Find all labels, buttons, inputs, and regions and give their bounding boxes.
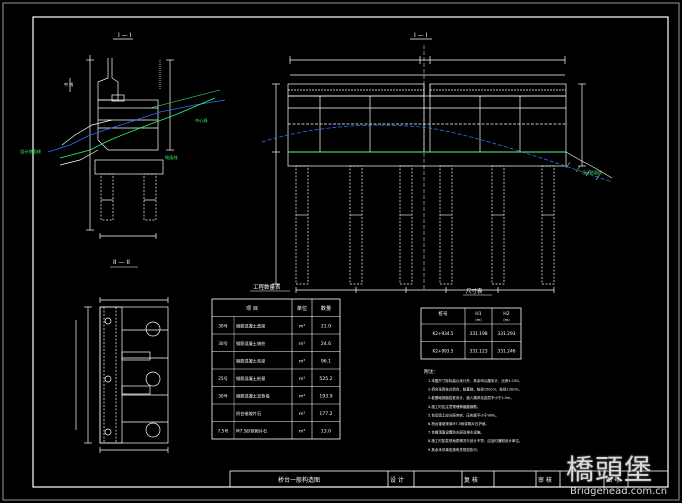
quantity-table-unit: m³: [299, 376, 305, 382]
right-ground-line: [261, 124, 613, 183]
quantity-table-grade: 30号: [218, 341, 228, 347]
quantity-table-qty: 193.9: [319, 393, 332, 399]
dim-table-caption: 尺寸表: [466, 287, 483, 295]
quantity-table-grade: 30号: [218, 323, 228, 329]
left-center-line: [59, 97, 216, 159]
quantity-table-unit: m³: [299, 341, 305, 347]
notes-block: 1.本图尺寸除标高以米计外，其余均以厘米计，比例1:150。 2.桥台采用柱式桥台…: [428, 378, 522, 452]
quantity-table-header: 单位: [297, 304, 307, 312]
dim-table-h2: 331.293: [497, 331, 515, 337]
dim-table-header: H2: [503, 311, 509, 317]
dim-table-header: H1: [475, 311, 481, 317]
bottom-section-title: II — II: [113, 259, 130, 266]
quantity-table-qty: 21.0: [321, 323, 331, 329]
quantity-table-grade: 30号: [218, 393, 228, 399]
note-line: 2.桥台采用柱式桥台，桩基础，桩径150cm，柱径130cm。: [428, 387, 522, 392]
quantity-table-qty: 24.6: [321, 341, 331, 347]
dim-table-h2: 331.246: [497, 348, 515, 354]
quantity-table-item: 钢筋混凝土盖梁: [236, 322, 266, 329]
quantity-table-unit: m³: [299, 358, 305, 364]
watermark-text-en: Bridgehead.com.cn: [570, 486, 668, 497]
dim-table-h1: 331.123: [469, 348, 487, 354]
quantity-table-qty: 13.0: [321, 428, 331, 434]
quantity-table-unit: m³: [299, 411, 305, 417]
dim-table-h1: 331.198: [469, 331, 487, 337]
quantity-table-item: M7.5砂浆砌片石: [236, 427, 267, 434]
note-line: 5.台后填土应分层夯实，压实度不小于96%。: [428, 412, 499, 417]
quantity-table-unit: m³: [299, 323, 305, 329]
left-section-title: I — I: [118, 32, 132, 39]
title-block-drawing-no: 图 号: [606, 477, 620, 484]
note-line: 3.桩基础按嵌岩桩设计，嵌入微风化岩层不小于2.5m。: [428, 395, 514, 400]
quantity-table-header: 数量: [321, 304, 331, 312]
note-line: 4.施工时应注意预埋伸缩缝钢筋。: [428, 404, 480, 409]
title-block: [229, 470, 669, 488]
left-ground-label-2: 地面线: [165, 154, 178, 161]
quantity-table-item: 钢筋混凝土系梁: [236, 357, 266, 364]
quantity-table-item: 钢筋混凝土墩柱: [236, 340, 266, 347]
quantity-table-qty: 525.2: [319, 376, 332, 382]
watermark-text-cn: 橋頭堡: [566, 453, 654, 486]
quantity-table-item: 钢筋混凝土桩基: [236, 375, 266, 382]
note-line: 7.台帽顶面设置防水层及排水设施。: [428, 430, 484, 435]
dim-table-frame: [420, 307, 522, 360]
quantity-table-item: 钢筋混凝土耳背墙: [236, 392, 270, 399]
dim-table-station: K2+934.5: [433, 331, 454, 336]
dim-table-header: 桩号: [438, 310, 448, 317]
left-ground-label: 设计地面线: [20, 148, 42, 155]
right-section-title: I — I: [414, 32, 428, 39]
watermark: 橋頭堡 Bridgehead.com.cn: [560, 448, 682, 503]
note-line: 1.本图尺寸除标高以米计外，其余均以厘米计，比例1:150。: [428, 378, 522, 383]
left-label-center: 中 线: [64, 81, 73, 87]
dim-table-subheader: (m): [475, 318, 482, 322]
note-line: 8.施工时如发现地质情况与设计不符，应及时通知设计单位。: [428, 438, 522, 443]
left-ground-line: [47, 99, 226, 153]
quantity-table-caption: 工程数量表: [253, 283, 281, 291]
front-elevation: I — I: [272, 32, 586, 293]
quantity-table-grade: 25号: [218, 376, 228, 382]
dim-table-station: K2+993.5: [433, 348, 454, 353]
quantity-table-qty: 177.2: [319, 411, 332, 417]
title-block-design: 设 计: [390, 476, 404, 484]
title-block-review: 复 核: [464, 476, 478, 484]
title-block-title: 桥台一般构造图: [278, 476, 320, 484]
notes-title: 附注：: [424, 368, 438, 375]
note-line: 6.桥台锥坡采用M7.5砂浆砌片石护坡。: [428, 421, 489, 426]
quantity-table-unit: m³: [299, 428, 305, 434]
quantity-table-item: 桥台锥坡片石: [236, 410, 261, 417]
dim-table-subheader: (m): [503, 318, 510, 322]
sheet-inner-border: [32, 16, 669, 488]
plan-view: [75, 297, 169, 453]
note-line: 9.其余未尽事宜按有关规范执行。: [428, 447, 480, 452]
title-block-approve: 审 核: [538, 476, 552, 484]
quantity-table-unit: m³: [299, 393, 305, 399]
right-ground-label: 设计地面线: [582, 169, 602, 175]
left-center-label: 中心线: [195, 117, 208, 124]
left-section-view: I — I 中 线: [59, 32, 174, 239]
quantity-table-header: 项 目: [246, 305, 258, 312]
quantity-table-qty: 96.1: [321, 358, 331, 364]
quantity-table-grade: 7.5号: [218, 428, 229, 434]
